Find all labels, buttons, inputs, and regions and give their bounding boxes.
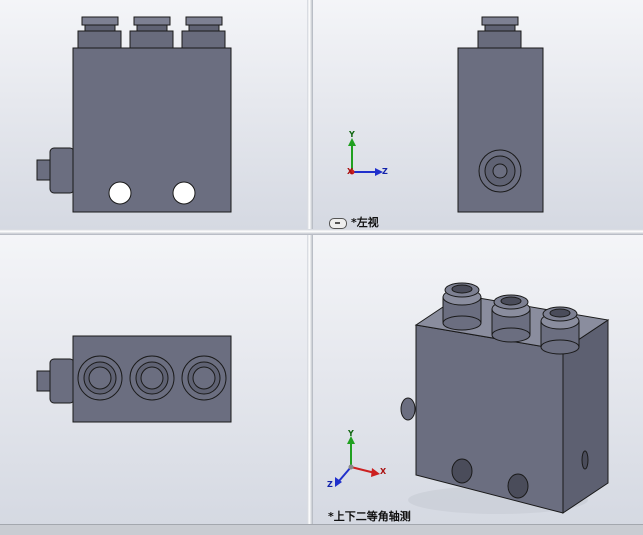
port-1 [77, 355, 123, 401]
viewport-top[interactable] [0, 235, 307, 524]
viewport-iso[interactable]: Y X Z *上下二等角轴测 [313, 235, 643, 524]
port-3 [181, 355, 227, 401]
viewport-splitter-horizontal[interactable] [0, 229, 643, 235]
viewport-splitter-vertical[interactable] [307, 0, 313, 534]
top-view-drawing [36, 335, 232, 423]
iso-fitting-2 [491, 294, 531, 343]
iso-triad-z-label: Z [327, 480, 333, 489]
status-strip [0, 524, 643, 535]
iso-view-drawing [335, 282, 610, 514]
viewport-front[interactable] [0, 0, 307, 229]
triad-left-view [348, 138, 383, 176]
valve-body-front [72, 47, 232, 213]
iso-triad-y-label: Y [348, 429, 354, 438]
iso-triad-x-label: X [380, 467, 387, 476]
hole-left [108, 181, 132, 205]
iso-left-face [415, 324, 564, 514]
iso-fitting-1 [442, 282, 482, 331]
link-view-icon[interactable] [329, 217, 347, 229]
triad-y-label: Y [349, 130, 355, 139]
viewport-left[interactable]: Y X Z *左视 [313, 0, 643, 229]
hole-right [172, 181, 196, 205]
front-view-drawing [36, 16, 232, 213]
fitting-3 [181, 16, 226, 49]
triad-iso-view [335, 436, 380, 487]
left-view-drawing [348, 16, 544, 213]
triad-x-label: X [347, 167, 354, 176]
view-label-left: *左视 [329, 214, 379, 229]
fitting-2 [129, 16, 174, 49]
fitting-1 [77, 16, 122, 49]
triad-z-label: Z [382, 167, 388, 176]
view-label-iso: *上下二等角轴测 [328, 510, 411, 523]
port-2 [129, 355, 175, 401]
iso-fitting-3 [540, 306, 580, 355]
